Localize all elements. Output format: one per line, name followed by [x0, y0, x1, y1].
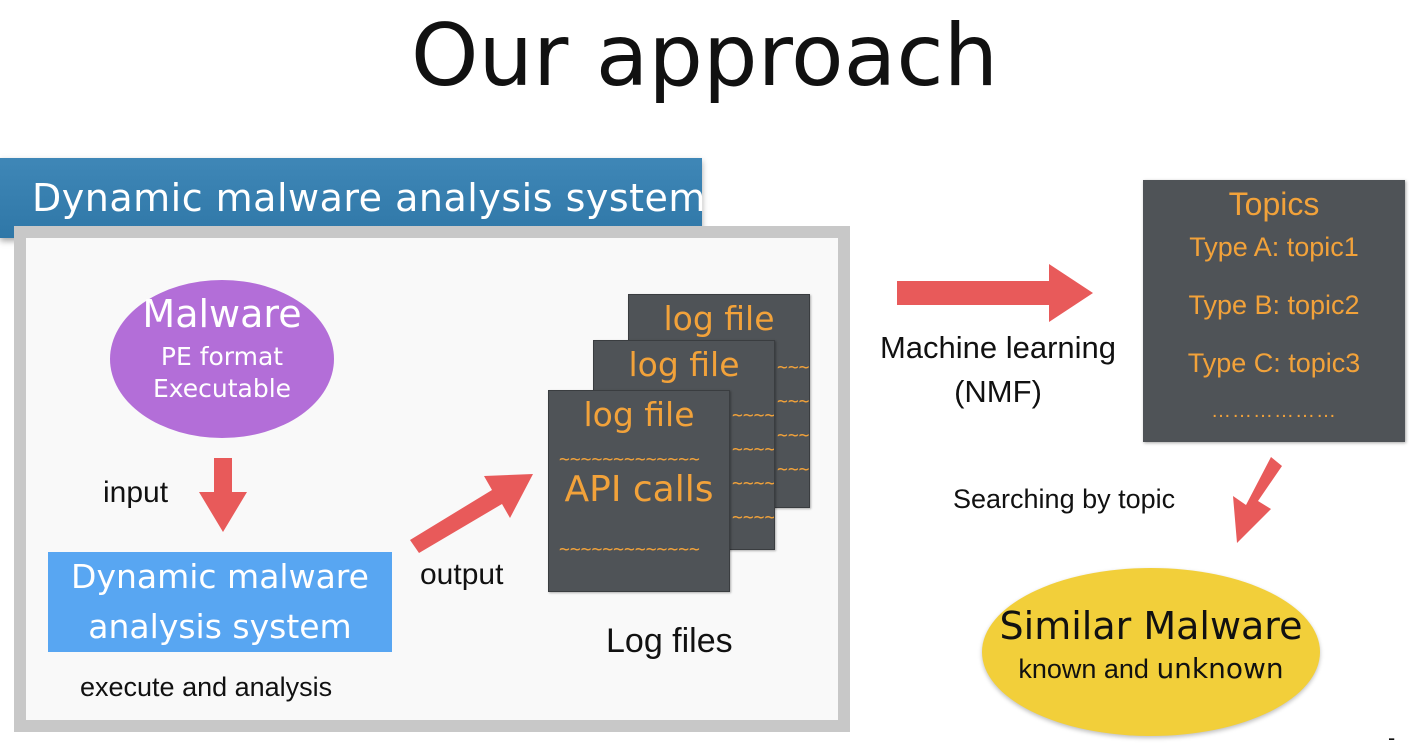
- tilde-line: ~~~~~~~~~~~~~: [559, 539, 700, 560]
- execute-label: execute and analysis: [80, 672, 333, 702]
- log-file-title: log file: [663, 299, 775, 338]
- log-file-title: log file: [628, 345, 740, 384]
- malware-node: Malware PE format Executable: [110, 280, 334, 438]
- similar-title: Similar Malware: [999, 604, 1303, 648]
- output-arrow: [410, 474, 533, 553]
- tilde-line: ~~~~~~~~~~~~~: [777, 459, 810, 480]
- log-file-title: log file: [583, 395, 695, 434]
- input-arrow: [199, 458, 247, 532]
- machine-learning-label: Machine learning (NMF): [858, 326, 1138, 414]
- tilde-line: ~~~~~~~~~~~~~: [559, 449, 700, 470]
- malware-type: Executable: [152, 374, 292, 403]
- tilde-line: ~~~~~~~~~~~~~: [732, 405, 775, 426]
- tilde-line: ~~~~~~~~~~~~~: [777, 425, 810, 446]
- log-file-front: log file ~~~~~~~~~~~~~ API calls ~~~~~~~…: [548, 390, 730, 592]
- dynamic-analysis-box: Dynamic malware analysis system: [48, 552, 392, 652]
- page-mark: -: [1388, 726, 1396, 750]
- topics-header: Topics: [1228, 186, 1320, 222]
- search-arrow: [1233, 457, 1282, 543]
- tilde-line: ~~~~~~~~~~~~~: [777, 391, 810, 412]
- tilde-line: ~~~~~~~~~~~~~: [732, 507, 775, 528]
- ml-line2: (NMF): [954, 374, 1042, 409]
- tilde-line: ~~~~~~~~~~~~~: [777, 357, 810, 378]
- output-label: output: [420, 558, 504, 591]
- dynamic-box-line2: analysis system: [88, 607, 352, 646]
- banner-label: Dynamic malware analysis system: [32, 176, 706, 220]
- page-title: Our approach: [410, 6, 999, 106]
- input-label: input: [103, 476, 169, 509]
- malware-format: PE format: [160, 342, 284, 371]
- ml-arrow: [897, 264, 1093, 322]
- topics-ellipsis: ………………: [1211, 400, 1337, 422]
- system-banner: [0, 158, 702, 238]
- topic-item: Type A: topic1: [1189, 232, 1359, 262]
- topic-item: Type C: topic3: [1187, 348, 1361, 378]
- topic-item: Type B: topic2: [1188, 290, 1360, 320]
- dynamic-box-line1: Dynamic malware: [71, 557, 369, 596]
- ml-line1: Machine learning: [879, 330, 1117, 365]
- unknown-label: unknown: [1156, 652, 1284, 685]
- api-calls-label: API calls: [564, 469, 714, 510]
- malware-title: Malware: [142, 292, 302, 336]
- known-label: known and: [1018, 654, 1157, 684]
- topics-box: Topics Type A: topic1 Type B: topic2 Typ…: [1143, 180, 1405, 442]
- tilde-line: ~~~~~~~~~~~~~: [732, 439, 775, 460]
- similar-subtitle: known and unknown: [982, 652, 1320, 685]
- log-files-caption: Log files: [606, 622, 733, 660]
- tilde-line: ~~~~~~~~~~~~~: [732, 473, 775, 494]
- similar-malware-node: Similar Malware known and unknown: [982, 568, 1320, 736]
- search-label: Searching by topic: [953, 484, 1176, 514]
